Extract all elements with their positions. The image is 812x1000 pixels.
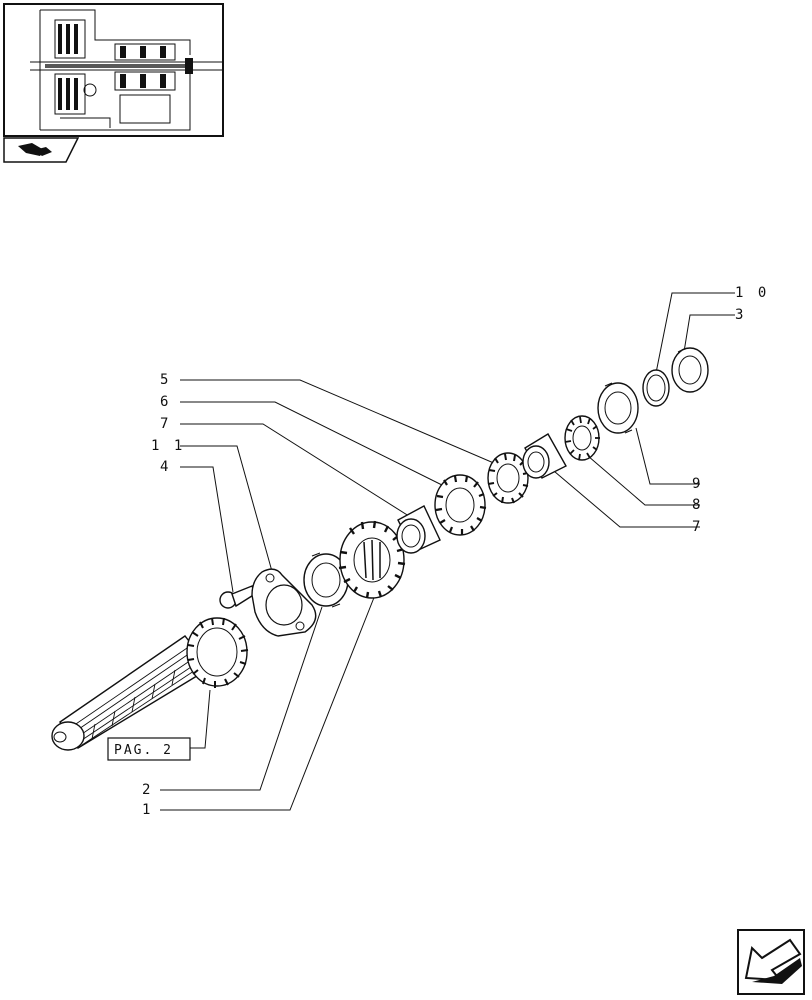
gear-large[interactable] xyxy=(338,520,406,599)
gear-small[interactable] xyxy=(487,452,529,504)
callout-7-left: 7 xyxy=(160,416,171,432)
callout-11: 1 1 xyxy=(151,438,185,454)
page-reference-label: PAG. 2 xyxy=(114,743,173,758)
leader-lines xyxy=(160,292,735,811)
callout-1: 1 xyxy=(142,802,153,818)
page-reference-link[interactable]: PAG. 2 xyxy=(107,737,191,761)
bearing[interactable] xyxy=(303,552,349,608)
sleeve-left[interactable] xyxy=(396,505,441,554)
bearing-retainer-flange[interactable] xyxy=(251,568,317,637)
bolt[interactable] xyxy=(219,585,256,609)
callout-6: 6 xyxy=(160,394,171,410)
overview-thumbnail[interactable] xyxy=(3,3,224,137)
callout-8: 8 xyxy=(692,497,703,513)
callout-3: 3 xyxy=(735,307,746,323)
callout-5: 5 xyxy=(160,372,171,388)
gear-smallest[interactable] xyxy=(564,415,600,461)
bearing-end[interactable] xyxy=(671,347,709,393)
snap-ring[interactable] xyxy=(642,369,670,407)
next-page-arrow-icon[interactable] xyxy=(737,929,805,995)
main-shaft[interactable] xyxy=(51,617,249,751)
callout-9: 9 xyxy=(692,476,703,492)
bearing-outer[interactable] xyxy=(597,382,639,434)
callout-2: 2 xyxy=(142,782,153,798)
callout-7-right: 7 xyxy=(692,519,703,535)
callout-labels: 1 0 3 5 6 7 1 1 4 9 8 7 2 1 xyxy=(142,285,769,818)
sleeve-right[interactable] xyxy=(522,433,567,479)
callout-4: 4 xyxy=(160,459,171,475)
callout-10: 1 0 xyxy=(735,285,769,301)
book-arrow-icon xyxy=(3,137,80,163)
gear-medium[interactable] xyxy=(434,474,487,536)
